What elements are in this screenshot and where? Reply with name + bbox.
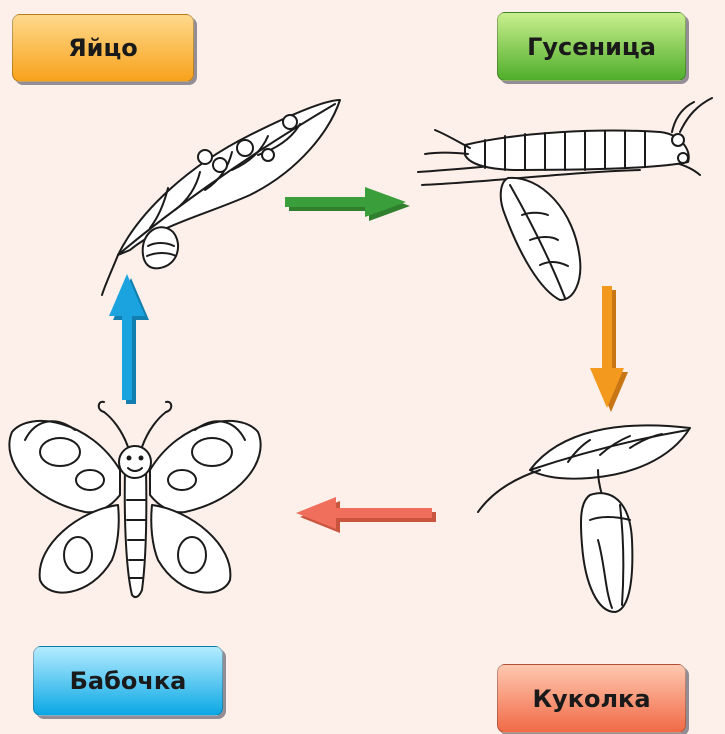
arrow-caterpillar-to-pupa [590, 286, 628, 412]
arrow-egg-to-caterpillar [285, 187, 410, 221]
pupa-illustration [478, 425, 690, 612]
caterpillar-illustration [418, 98, 712, 300]
arrow-butterfly-to-egg [109, 274, 149, 404]
butterfly-illustration [9, 402, 260, 597]
arrow-pupa-to-butterfly [296, 497, 436, 533]
